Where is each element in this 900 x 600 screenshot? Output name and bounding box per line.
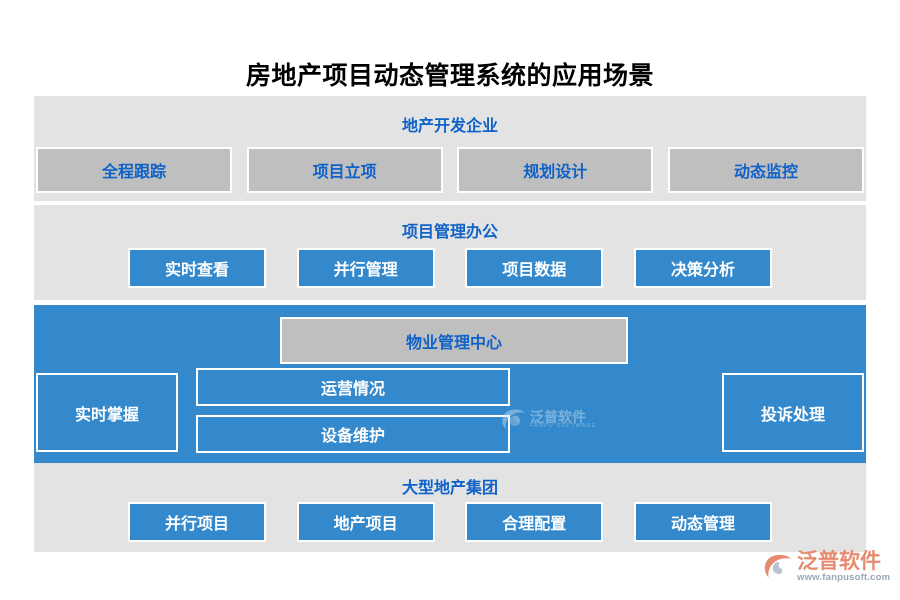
brand-website-url: www.fanpusoft.com	[797, 572, 891, 584]
box-label: 实时掌握	[74, 406, 139, 424]
box-label: 规划设计	[523, 164, 588, 181]
box-shi-shi-cha-kan[interactable]: 实时查看	[128, 248, 266, 288]
box-shi-shi-zhang-wo[interactable]: 实时掌握	[36, 373, 178, 452]
box-label: 决策分析	[670, 262, 735, 279]
section-4-box-row: 并行项目 地产项目 合理配置 动态管理	[128, 502, 772, 542]
box-xiang-mu-li-xiang[interactable]: 项目立项	[246, 147, 443, 193]
box-label: 并行项目	[164, 516, 229, 533]
page-title: 房地产项目动态管理系统的应用场景	[245, 62, 654, 90]
box-label: 地产项目	[333, 516, 398, 533]
section-header-2: 项目管理办公	[401, 224, 498, 241]
box-bing-xing-guan-li[interactable]: 并行管理	[296, 248, 435, 288]
section-large-real-estate-group: 大型地产集团 并行项目 地产项目 合理配置 动态管理	[34, 463, 866, 552]
box-label: 全程跟踪	[101, 164, 166, 181]
fanpu-logo-icon	[762, 552, 792, 582]
box-label: 物业管理中心	[405, 334, 502, 352]
section-3-middle-stack: 运营情况 设备维护	[196, 368, 510, 453]
box-label: 动态监控	[733, 164, 798, 181]
box-label: 并行管理	[333, 262, 398, 279]
brand-name-cn: 泛普软件	[797, 550, 881, 574]
box-he-li-pei-zhi[interactable]: 合理配置	[465, 502, 604, 542]
box-label: 设备维护	[320, 428, 385, 445]
section-real-estate-development-enterprise: 地产开发企业 全程跟踪 项目立项 规划设计 动态监控	[34, 96, 866, 201]
box-bing-xing-xiang-mu[interactable]: 并行项目	[128, 502, 266, 542]
box-label: 实时查看	[164, 262, 229, 279]
section-1-box-row: 全程跟踪 项目立项 规划设计 动态监控	[34, 147, 866, 193]
box-gui-hua-she-ji[interactable]: 规划设计	[457, 147, 654, 193]
box-label: 运营情况	[320, 381, 385, 398]
section-property-management-center: 物业管理中心 实时掌握 运营情况 设备维护 投诉处理	[34, 305, 866, 463]
section-2-box-row: 实时查看 并行管理 项目数据 决策分析	[128, 248, 772, 288]
box-dong-tai-guan-li[interactable]: 动态管理	[633, 502, 772, 542]
box-wu-ye-guan-li-zhong-xin[interactable]: 物业管理中心	[280, 317, 628, 364]
section-header-4: 大型地产集团	[401, 480, 498, 497]
box-tou-su-chu-li[interactable]: 投诉处理	[722, 373, 864, 452]
box-di-chan-xiang-mu[interactable]: 地产项目	[296, 502, 435, 542]
box-dong-tai-jian-kong[interactable]: 动态监控	[667, 147, 864, 193]
box-quan-cheng-gen-zong[interactable]: 全程跟踪	[36, 147, 232, 193]
box-she-bei-wei-hu[interactable]: 设备维护	[196, 415, 510, 453]
box-label: 动态管理	[670, 516, 735, 533]
box-label: 项目数据	[502, 262, 567, 279]
box-xiang-mu-shu-ju[interactable]: 项目数据	[465, 248, 604, 288]
brand-logo-text: 泛普软件 www.fanpusoft.com	[797, 550, 890, 584]
box-label: 合理配置	[502, 516, 567, 533]
box-label: 项目立项	[312, 164, 377, 181]
brand-logo: 泛普软件 www.fanpusoft.com	[762, 545, 894, 589]
box-label: 投诉处理	[760, 406, 825, 424]
section-header-1: 地产开发企业	[401, 118, 498, 135]
section-project-management-office: 项目管理办公 实时查看 并行管理 项目数据 决策分析	[34, 205, 866, 300]
box-jue-ce-fen-xi[interactable]: 决策分析	[633, 248, 772, 288]
box-yun-ying-qing-kuang[interactable]: 运营情况	[196, 368, 510, 406]
